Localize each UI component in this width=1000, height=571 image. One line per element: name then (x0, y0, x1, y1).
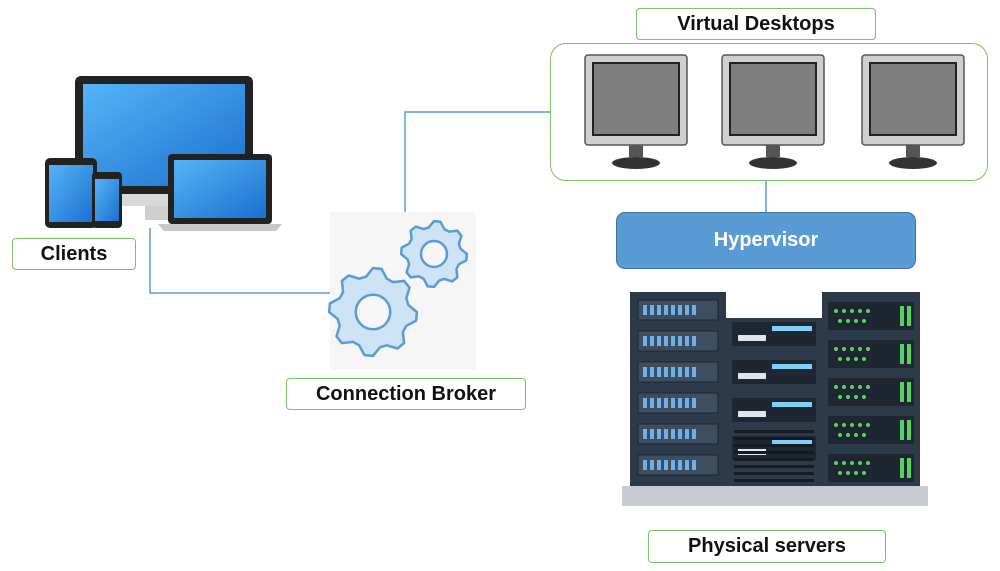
right-server-rack (822, 292, 920, 486)
monitor-icon (721, 54, 825, 169)
gear-large-icon (327, 266, 419, 358)
clients-label: Clients (12, 238, 136, 270)
connection-broker-label: Connection Broker (286, 378, 526, 410)
broker-to-desktops-line (404, 111, 550, 212)
gear-small-icon (399, 219, 469, 289)
left-server-rack (630, 292, 726, 486)
rack-base (622, 486, 928, 506)
physical-servers-label: Physical servers (648, 530, 886, 563)
hypervisor-box: Hypervisor (616, 212, 916, 269)
virtual-desktops-label: Virtual Desktops (636, 8, 876, 40)
monitor-icon (861, 54, 965, 169)
clients-to-broker-line (149, 228, 330, 294)
monitor-icon (584, 54, 688, 169)
middle-server-rack (726, 318, 822, 486)
